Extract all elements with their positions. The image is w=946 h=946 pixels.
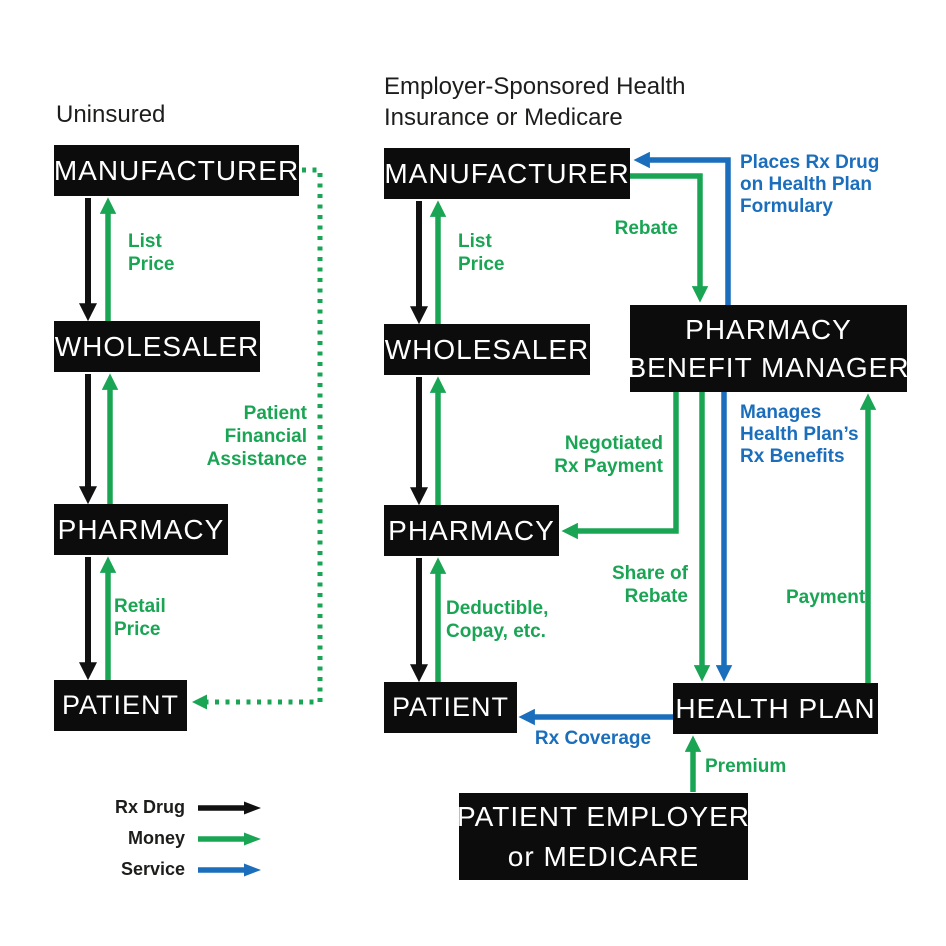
left-wholesaler-label: WHOLESALER — [54, 330, 260, 362]
payer-label-line1: PATIENT EMPLOYER — [457, 800, 750, 832]
legend-label-money: Money — [127, 828, 185, 848]
left-pharmacy-label: PHARMACY — [57, 513, 225, 545]
right-patient-box: PATIENT — [384, 682, 517, 733]
label-line: Financial — [224, 426, 307, 447]
label-line: on Health Plan — [740, 174, 872, 195]
list-price-label-right: List Price — [458, 230, 504, 276]
premium-label: Premium — [705, 755, 786, 778]
health-plan-label: HEALTH PLAN — [675, 692, 876, 724]
label-line: Assistance — [206, 449, 307, 470]
label-line: Formulary — [740, 196, 833, 217]
right-pharmacy-box: PHARMACY — [384, 505, 559, 556]
rebate-label: Rebate — [615, 217, 678, 240]
legend-label-service: Service — [120, 859, 185, 879]
label-line: Share of — [611, 563, 688, 584]
right-title-line1: Employer-Sponsored Health — [384, 73, 686, 100]
right-pharmacy-label: PHARMACY — [388, 514, 555, 546]
label-line: Copay, etc. — [446, 621, 546, 642]
left-wholesaler-box: WHOLESALER — [54, 321, 260, 372]
right-manufacturer-box: MANUFACTURER — [384, 148, 630, 199]
retail-price-label: Retail Price — [114, 595, 166, 641]
patient-employer-box: PATIENT EMPLOYER or MEDICARE — [457, 793, 750, 880]
label-line: Rx Coverage — [534, 728, 652, 749]
legend-label-rx-drug: Rx Drug — [115, 797, 186, 817]
pbm-box: PHARMACY BENEFIT MANAGER — [627, 305, 910, 392]
left-manufacturer-label: MANUFACTURER — [53, 154, 300, 186]
legend-row-money: Money — [115, 823, 262, 854]
label-line: Premium — [705, 756, 787, 777]
label-line: Rebate — [624, 586, 688, 607]
label-line: Price — [458, 254, 505, 275]
left-patient-label: PATIENT — [61, 690, 179, 720]
label-line: Deductible, — [446, 598, 549, 619]
pbm-label-line1: PHARMACY — [685, 313, 852, 345]
left-patient-box: PATIENT — [54, 680, 187, 731]
label-line: Rebate — [614, 218, 678, 239]
right-manufacturer-label: MANUFACTURER — [384, 157, 630, 189]
label-line: List — [128, 231, 162, 252]
deductible-copay-label: Deductible, Copay, etc. — [446, 597, 548, 643]
right-patient-label: PATIENT — [391, 692, 509, 722]
label-line: Manages — [740, 402, 822, 423]
legend-row-rx-drug: Rx Drug — [115, 792, 262, 823]
label-line: Health Plan’s — [740, 424, 859, 445]
label-line: List — [458, 231, 492, 252]
places-rx-label: Places Rx Drug on Health Plan Formulary — [740, 152, 879, 218]
payment-label: Payment — [786, 586, 865, 609]
list-price-label-left: List Price — [128, 230, 174, 276]
label-line: Negotiated — [564, 433, 663, 454]
formulary-arrow-pbm-manufacturer — [633, 151, 731, 305]
label-line: Patient — [243, 403, 307, 424]
right-wholesaler-box: WHOLESALER — [384, 324, 590, 375]
patient-financial-assistance-dotted-arrow — [192, 167, 323, 710]
right-title-line2: Insurance or Medicare — [384, 104, 623, 131]
left-diagram-title: Uninsured — [56, 101, 166, 128]
left-pharmacy-box: PHARMACY — [54, 504, 228, 555]
payer-label-line2: or MEDICARE — [507, 840, 700, 872]
label-line: Rx Payment — [554, 456, 663, 477]
rx-drug-arrow-icon — [198, 801, 261, 814]
negotiated-payment-arrow-pbm-pharmacy — [561, 392, 679, 540]
share-of-rebate-label: Share of Rebate — [612, 562, 688, 608]
right-diagram-title: Employer-Sponsored Health Insurance or M… — [384, 71, 686, 133]
negotiated-rx-payment-label: Negotiated Rx Payment — [554, 432, 663, 478]
patient-financial-assistance-label: Patient Financial Assistance — [207, 402, 307, 471]
label-line: Price — [128, 254, 175, 275]
manages-benefits-label: Manages Health Plan’s Rx Benefits — [740, 402, 859, 468]
right-wholesaler-label: WHOLESALER — [384, 333, 590, 365]
legend: Rx Drug Money Service — [115, 792, 262, 885]
label-line: Rx Benefits — [740, 446, 845, 467]
legend-row-service: Service — [115, 854, 262, 885]
service-arrow-icon — [198, 863, 261, 876]
label-line: Places Rx Drug — [740, 152, 880, 173]
health-plan-box: HEALTH PLAN — [673, 683, 878, 734]
money-arrow-icon — [198, 832, 261, 845]
left-manufacturer-box: MANUFACTURER — [54, 145, 299, 196]
label-line: Payment — [786, 587, 866, 608]
pbm-label-line2: BENEFIT MANAGER — [627, 351, 910, 383]
rx-coverage-label: Rx Coverage — [518, 728, 668, 750]
label-line: Price — [114, 619, 161, 640]
label-line: Retail — [114, 596, 166, 617]
rebate-arrow-manufacturer-pbm — [630, 173, 709, 303]
